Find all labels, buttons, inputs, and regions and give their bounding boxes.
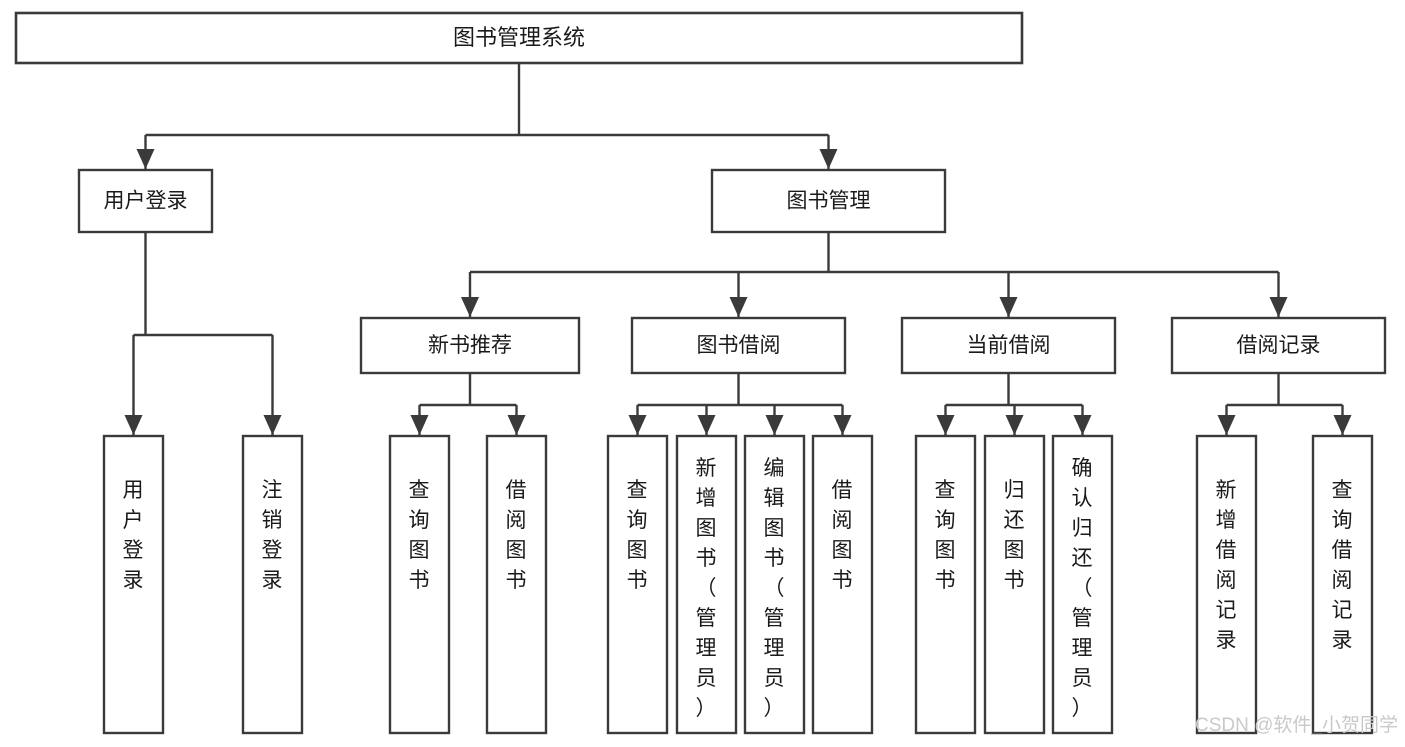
node-box-current-borrow — [900, 316, 1117, 375]
node-layer: 图书管理系统用户登录图书管理新书推荐图书借阅当前借阅借阅记录用户登录注销登录查询… — [14, 11, 1387, 735]
node-leaf-return-book[interactable]: 归还图书 — [983, 434, 1046, 735]
node-box-book-borrow — [630, 316, 847, 375]
node-box-new-book-rec — [359, 316, 581, 375]
connector-layer — [124, 63, 1352, 435]
node-leaf-logout[interactable]: 注销登录 — [241, 434, 304, 735]
node-box-leaf-query-book-3 — [914, 434, 977, 735]
node-box-leaf-return-book — [983, 434, 1046, 735]
arrow-head-book-borrow — [729, 297, 748, 317]
node-label-leaf-query-record: 查询借阅记录 — [1332, 479, 1354, 652]
node-box-leaf-confirm-return — [1051, 434, 1114, 735]
node-leaf-query-book-1[interactable]: 查询图书 — [388, 434, 451, 735]
arrow-head-leaf-logout — [263, 415, 282, 435]
arrow-head-current-borrow — [999, 297, 1018, 317]
node-label-leaf-confirm-return: 确认归还（管理员） — [1072, 457, 1094, 720]
node-box-leaf-borrow-book-1 — [485, 434, 548, 735]
node-box-leaf-query-record — [1311, 434, 1374, 735]
node-label-user-login: 用户登录 — [104, 190, 188, 213]
node-label-leaf-query-book-1: 查询图书 — [409, 479, 431, 592]
node-root[interactable]: 图书管理系统 — [14, 11, 1024, 65]
node-box-leaf-query-book-2 — [606, 434, 669, 735]
arrow-head-user-login — [136, 149, 155, 169]
node-new-book-rec[interactable]: 新书推荐 — [359, 316, 581, 375]
node-book-borrow[interactable]: 图书借阅 — [630, 316, 847, 375]
node-label-current-borrow: 当前借阅 — [967, 334, 1051, 357]
node-box-leaf-logout — [241, 434, 304, 735]
node-leaf-borrow-book-1[interactable]: 借阅图书 — [485, 434, 548, 735]
node-label-leaf-add-book-admin: 新增图书（管理员） — [696, 457, 718, 720]
node-label-leaf-edit-book-admin: 编辑图书（管理员） — [764, 457, 786, 720]
node-leaf-add-book-admin[interactable]: 新增图书（管理员） — [675, 434, 738, 735]
arrow-head-leaf-query-book-2 — [628, 415, 647, 435]
node-box-leaf-user-login — [102, 434, 165, 735]
node-label-leaf-logout: 注销登录 — [262, 479, 284, 592]
node-label-leaf-return-book: 归还图书 — [1004, 479, 1026, 592]
node-label-borrow-records: 借阅记录 — [1237, 334, 1321, 357]
arrow-head-leaf-edit-book-admin — [765, 415, 784, 435]
arrow-head-book-manage — [819, 149, 838, 169]
node-label-leaf-query-book-2: 查询图书 — [627, 479, 649, 592]
node-label-leaf-borrow-book-1: 借阅图书 — [506, 479, 528, 592]
node-leaf-query-book-3[interactable]: 查询图书 — [914, 434, 977, 735]
node-box-borrow-records — [1170, 316, 1387, 375]
arrow-head-leaf-add-record — [1217, 415, 1236, 435]
arrow-head-leaf-query-book-1 — [410, 415, 429, 435]
node-leaf-confirm-return[interactable]: 确认归还（管理员） — [1051, 434, 1114, 735]
node-leaf-add-record[interactable]: 新增借阅记录 — [1195, 434, 1258, 735]
node-leaf-query-record[interactable]: 查询借阅记录 — [1311, 434, 1374, 735]
node-box-leaf-add-record — [1195, 434, 1258, 735]
node-box-leaf-add-book-admin — [675, 434, 738, 735]
arrow-head-leaf-query-book-3 — [936, 415, 955, 435]
arrow-head-leaf-add-book-admin — [697, 415, 716, 435]
node-leaf-borrow-book-2[interactable]: 借阅图书 — [811, 434, 874, 735]
node-label-leaf-user-login: 用户登录 — [123, 479, 145, 592]
node-label-root: 图书管理系统 — [453, 25, 585, 50]
node-box-leaf-borrow-book-2 — [811, 434, 874, 735]
arrow-head-leaf-return-book — [1005, 415, 1024, 435]
node-label-new-book-rec: 新书推荐 — [428, 334, 512, 357]
node-box-user-login — [77, 168, 214, 234]
node-label-leaf-query-book-3: 查询图书 — [935, 479, 957, 592]
node-box-root — [14, 11, 1024, 65]
node-box-book-manage — [710, 168, 947, 234]
node-box-leaf-query-book-1 — [388, 434, 451, 735]
node-book-manage[interactable]: 图书管理 — [710, 168, 947, 234]
node-leaf-edit-book-admin[interactable]: 编辑图书（管理员） — [743, 434, 806, 735]
arrow-head-borrow-records — [1269, 297, 1288, 317]
node-label-book-borrow: 图书借阅 — [697, 334, 781, 357]
arrow-head-leaf-user-login — [124, 415, 143, 435]
node-user-login[interactable]: 用户登录 — [77, 168, 214, 234]
node-box-leaf-edit-book-admin — [743, 434, 806, 735]
arrow-head-leaf-confirm-return — [1073, 415, 1092, 435]
arrow-head-leaf-borrow-book-1 — [507, 415, 526, 435]
arrow-head-leaf-borrow-book-2 — [833, 415, 852, 435]
node-label-leaf-add-record: 新增借阅记录 — [1216, 479, 1238, 652]
node-leaf-user-login[interactable]: 用户登录 — [102, 434, 165, 735]
node-label-book-manage: 图书管理 — [787, 190, 871, 213]
csdn-watermark: CSDN @软件_小贺同学 — [1195, 714, 1398, 736]
node-borrow-records[interactable]: 借阅记录 — [1170, 316, 1387, 375]
arrow-head-new-book-rec — [461, 297, 479, 317]
arrow-head-leaf-query-record — [1333, 415, 1352, 435]
node-label-leaf-borrow-book-2: 借阅图书 — [832, 479, 854, 592]
node-leaf-query-book-2[interactable]: 查询图书 — [606, 434, 669, 735]
node-current-borrow[interactable]: 当前借阅 — [900, 316, 1117, 375]
